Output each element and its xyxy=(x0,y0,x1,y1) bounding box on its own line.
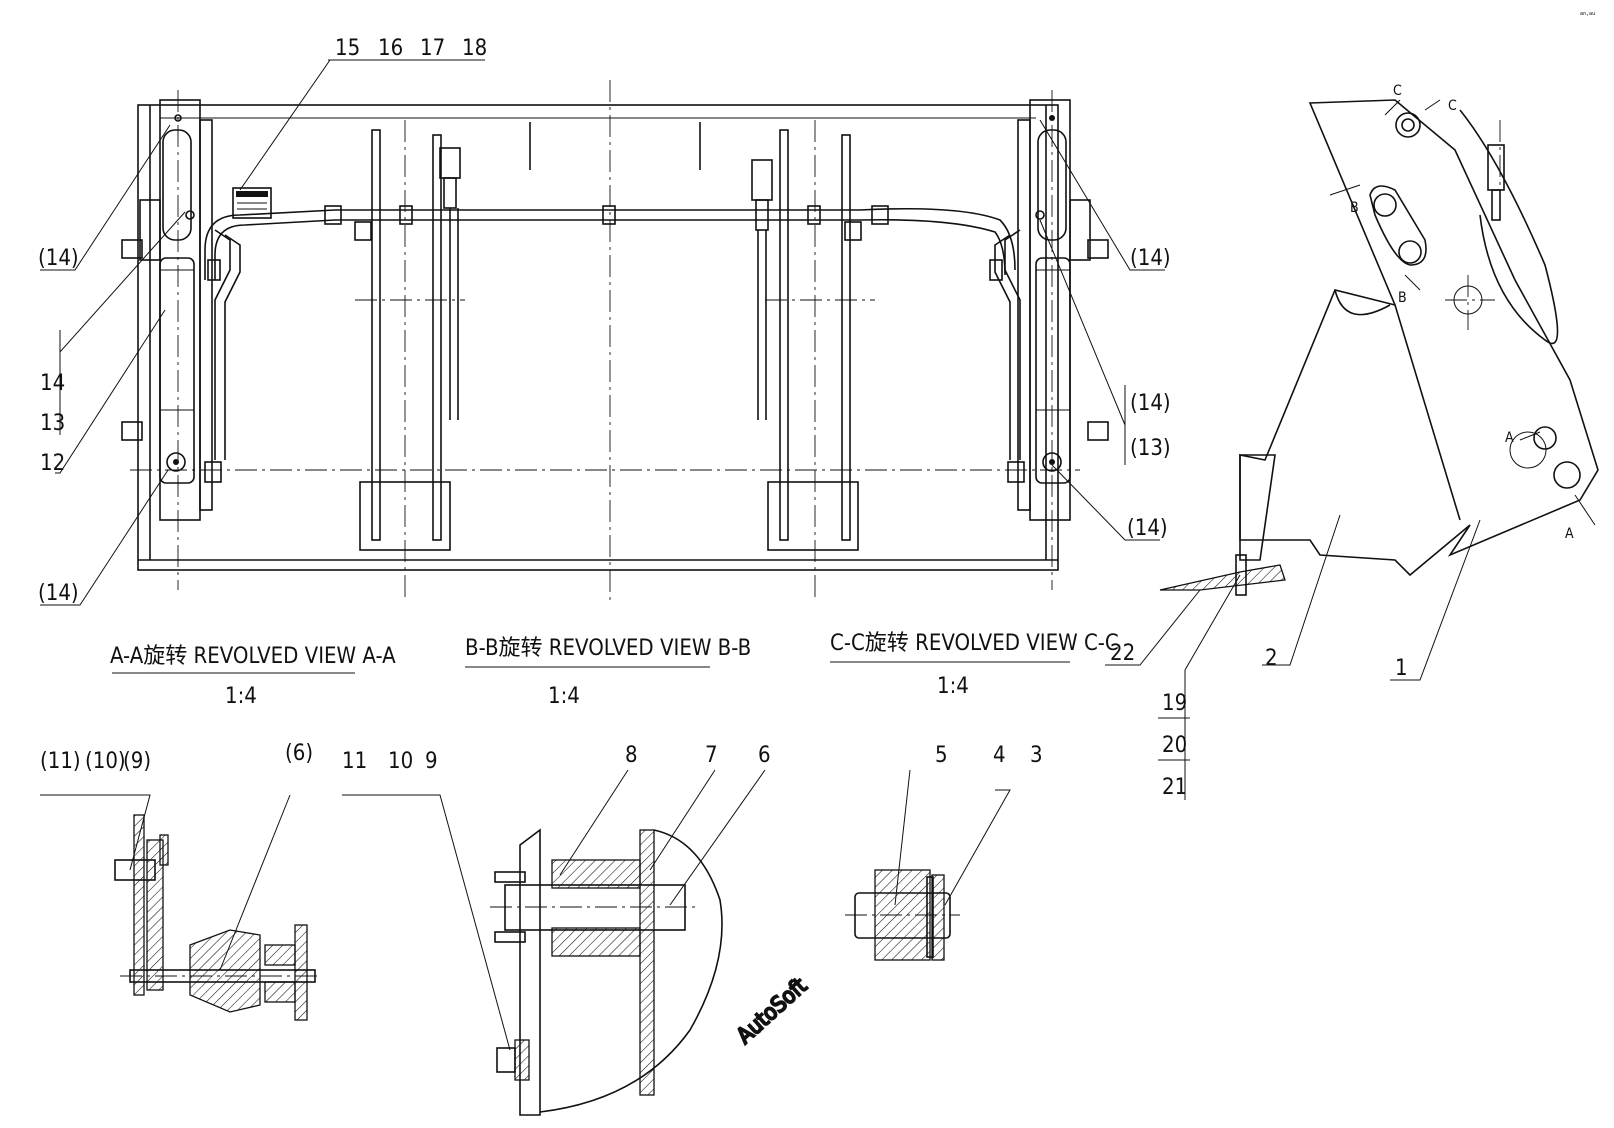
balloon-bb-8: 8 xyxy=(625,743,638,768)
balloon-aa-11: (11) xyxy=(40,749,81,774)
right-hydraulic-cylinder xyxy=(1035,257,1071,484)
section-mark-a-left: A xyxy=(1505,430,1514,446)
balloon-bb-7: 7 xyxy=(705,743,718,768)
view-scale-bb: 1:4 xyxy=(548,684,580,709)
balloon-left-12: 12 xyxy=(40,451,65,476)
balloon-1: 1 xyxy=(1395,656,1408,681)
balloon-bb-9: 9 xyxy=(425,749,438,774)
front-view xyxy=(40,59,1165,606)
balloon-22: 22 xyxy=(1110,641,1135,666)
section-bb xyxy=(342,769,766,1116)
view-title-cc: C-C旋转 REVOLVED VIEW C-C xyxy=(830,631,1119,656)
balloon-cc-4: 4 xyxy=(993,743,1006,768)
view-scale-cc: 1:4 xyxy=(937,674,969,699)
section-mark-a-right: A xyxy=(1565,526,1574,542)
balloon-2: 2 xyxy=(1265,646,1278,671)
quick-coupler-left xyxy=(439,147,461,420)
hydraulic-hose-lines xyxy=(204,205,1021,460)
balloon-cc-5: 5 xyxy=(935,743,948,768)
section-mark-b-bottom: B xyxy=(1398,290,1407,306)
labels-layer: 15 16 17 18 (14) 14 13 12 (14) (14) (14)… xyxy=(38,11,1595,800)
section-mark-c-left: C xyxy=(1393,83,1402,99)
section-cc xyxy=(845,769,1011,961)
view-title-bb: B-B旋转 REVOLVED VIEW B-B xyxy=(465,636,751,661)
left-hydraulic-cylinder xyxy=(159,257,195,484)
quick-coupler-right xyxy=(751,159,773,420)
corner-mark: ᵃⁿ·ᵃᵘ xyxy=(1580,11,1595,21)
balloon-left-14: 14 xyxy=(40,371,65,396)
balloon-aa-10: (10) xyxy=(85,749,126,774)
balloon-right-bottom: (14) xyxy=(1127,516,1168,541)
balloon-left-13: 13 xyxy=(40,411,65,436)
balloon-17: 17 xyxy=(420,36,445,61)
section-mark-b-top: B xyxy=(1350,200,1359,216)
balloon-left-bottom: (14) xyxy=(38,581,79,606)
balloon-19: 19 xyxy=(1162,691,1187,716)
balloon-15: 15 xyxy=(335,36,360,61)
balloon-right-14: (14) xyxy=(1130,391,1171,416)
balloon-20: 20 xyxy=(1162,733,1187,758)
balloon-bb-6: 6 xyxy=(758,743,771,768)
section-aa xyxy=(40,794,320,1021)
view-scale-aa: 1:4 xyxy=(225,684,257,709)
balloon-right-13: (13) xyxy=(1130,436,1171,461)
nameplate xyxy=(232,187,272,219)
section-mark-c-right: C xyxy=(1448,98,1457,114)
balloon-bb-10: 10 xyxy=(388,749,413,774)
balloon-21: 21 xyxy=(1162,775,1187,800)
side-view xyxy=(1105,99,1599,800)
view-title-aa: A-A旋转 REVOLVED VIEW A-A xyxy=(110,644,396,669)
balloon-aa-9: (9) xyxy=(123,749,151,774)
balloon-right-top: (14) xyxy=(1130,246,1171,271)
left-bracket xyxy=(121,90,222,590)
balloon-bb-11: 11 xyxy=(342,749,367,774)
front-view-leaders xyxy=(40,59,1165,606)
vertical-plates xyxy=(355,120,875,600)
watermark: AutoSoft xyxy=(732,974,812,1050)
balloon-18: 18 xyxy=(462,36,487,61)
balloon-16: 16 xyxy=(378,36,403,61)
balloon-cc-3: 3 xyxy=(1030,743,1043,768)
balloon-left-top: (14) xyxy=(38,246,79,271)
balloon-aa-6: (6) xyxy=(285,741,313,766)
